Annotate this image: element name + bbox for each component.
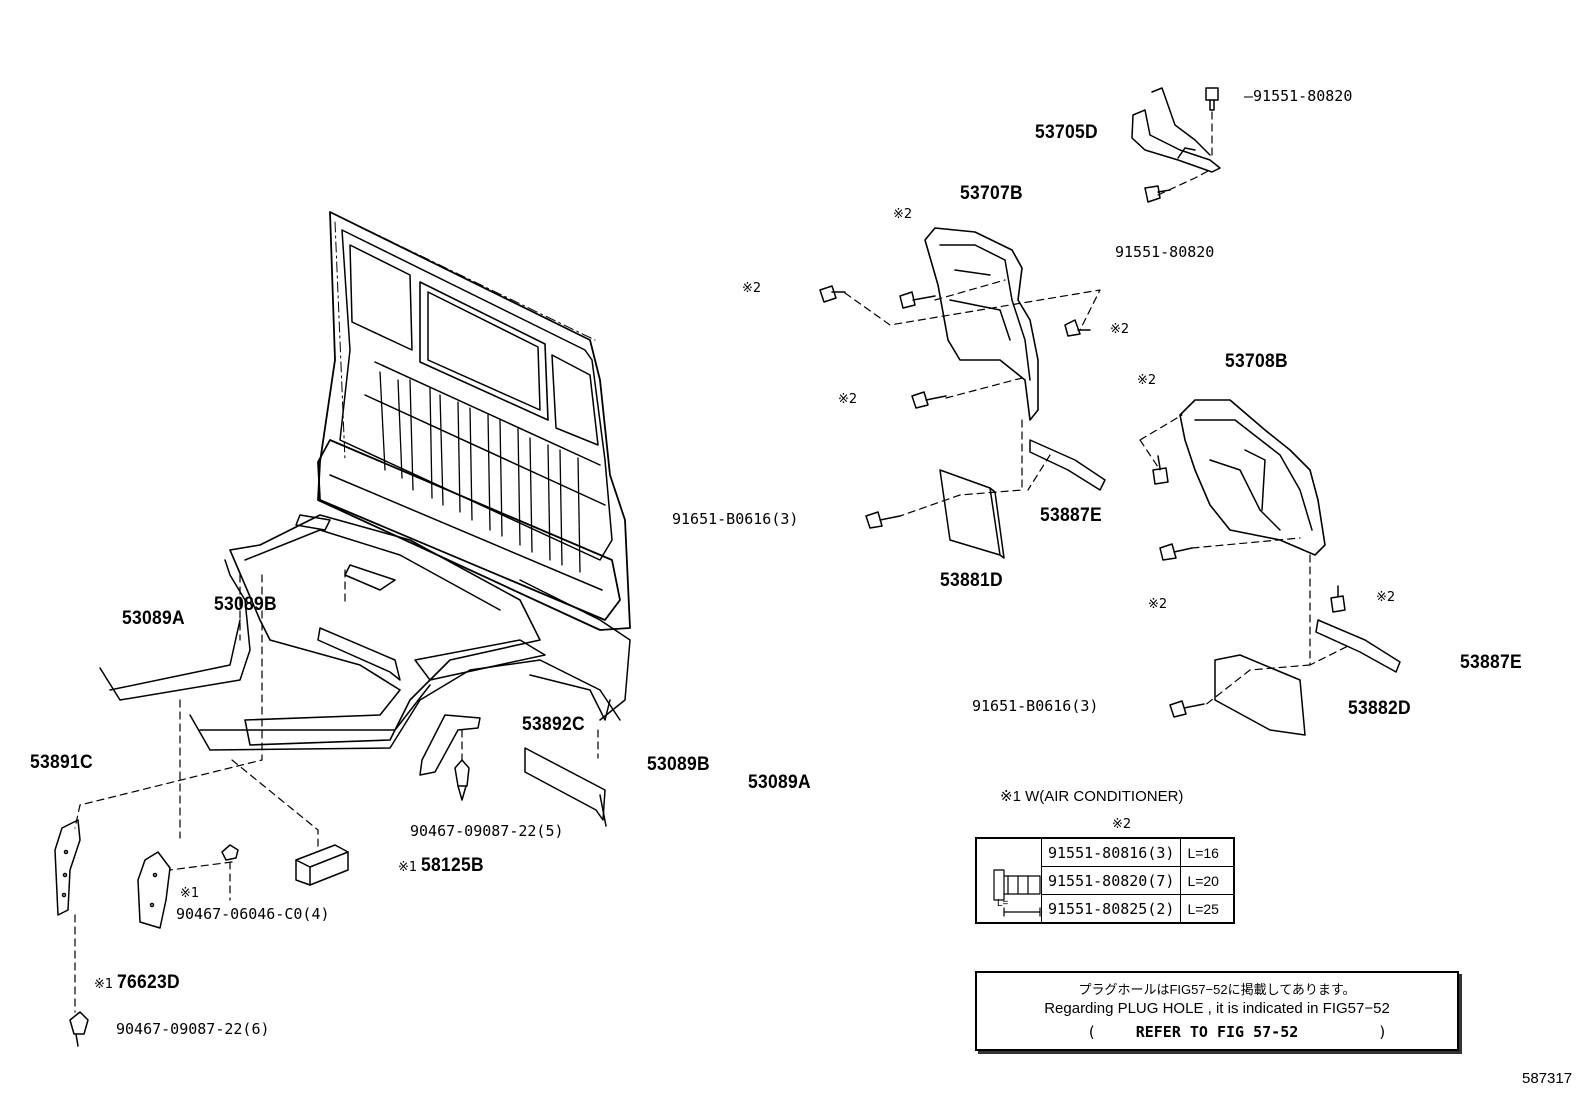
bolts-right: [819, 285, 1346, 718]
label-90467-09087-22-6: 90467-09087-22(6): [116, 1020, 270, 1038]
bracket-53892C: [419, 714, 481, 776]
strip-53887E-b: [1315, 619, 1401, 673]
bracket-53705D: [1131, 87, 1221, 173]
label-53881D: 53881D: [940, 570, 1003, 591]
label-53708B: 53708B: [1225, 351, 1288, 372]
legend-note1: ※1 W(AIR CONDITIONER): [1000, 788, 1184, 805]
paren-open: (: [1087, 1023, 1097, 1041]
mark-note2-g: ※2: [1376, 590, 1396, 605]
label-76623D-group: ※1 76623D: [94, 972, 186, 994]
reference-box: プラグホールはFIG57−52に掲載してあります。 Regarding PLUG…: [975, 971, 1459, 1051]
label-91551-80820-top-text: 91551-80820: [1253, 87, 1353, 105]
clip-90467-b: [69, 1011, 89, 1047]
reference-line-refer: ( REFER TO FIG 57-52 ): [977, 1023, 1457, 1042]
spec-part: 91551-80816(3): [1040, 837, 1182, 867]
label-53892C: 53892C: [522, 714, 585, 735]
clip-90467-06046: [221, 844, 239, 861]
leader-lines-left: [74, 569, 599, 1013]
paren-close: ): [1377, 1023, 1387, 1041]
label-53887E-a: 53887E: [1040, 505, 1102, 526]
label-53882D: 53882D: [1348, 698, 1411, 719]
shield-53707B: [924, 227, 1039, 421]
bolt-spec-table: L= 91551-80816(3) L=16 91551-80820(7) L=…: [975, 837, 1236, 924]
label-91651-b: 91651-B0616(3): [972, 697, 1099, 715]
label-58125B-group: ※1 58125B: [398, 855, 490, 877]
refer-text[interactable]: REFER TO FIG 57-52: [1135, 1023, 1299, 1041]
label-90467-09087-22-5: 90467-09087-22(5): [410, 822, 564, 840]
clip-90467-a: [454, 759, 470, 801]
mark-note2-c: ※2: [1110, 322, 1130, 337]
reference-line-jp: プラグホールはFIG57−52に掲載してあります。: [1078, 982, 1356, 997]
bolt-91551-top: [1205, 87, 1219, 111]
bracket-53891C: [54, 819, 81, 916]
legend-note2-header: ※2: [1112, 817, 1132, 832]
bolt-91551-mid: [1144, 185, 1171, 203]
mark-note2-e: ※2: [1137, 373, 1157, 388]
table-row: 91551-80825(2) L=25: [976, 894, 1235, 924]
reference-line-en: Regarding PLUG HOLE , it is indicated in…: [1044, 1000, 1390, 1017]
plate-53881D: [939, 469, 1005, 559]
label-53707B: 53707B: [960, 183, 1023, 204]
mark-note1-b: ※1: [398, 860, 418, 875]
label-91551-80820-mid: 91551-80820: [1115, 243, 1215, 261]
spec-part: 91551-80825(2): [1040, 894, 1182, 924]
label-53705D: 53705D: [1035, 122, 1098, 143]
strip-53887E-a: [1029, 439, 1106, 491]
spec-length: L=20: [1180, 866, 1235, 895]
dim-label: L=: [997, 897, 1009, 909]
mark-note2-f: ※2: [1148, 597, 1168, 612]
label-53089A-right: 53089A: [748, 772, 811, 793]
label-53891C: 53891C: [30, 752, 93, 773]
label-53887E-b: 53887E: [1460, 652, 1522, 673]
spec-bolt-cell: L=: [975, 837, 1042, 924]
label-53089B-right: 53089B: [647, 754, 710, 775]
mark-note2-d: ※2: [838, 392, 858, 407]
bracket-53089: [317, 627, 607, 827]
floor-rail-assembly: [99, 514, 631, 751]
label-53089B-left: 53089B: [214, 594, 277, 615]
label-76623D: 76623D: [117, 972, 181, 993]
mark-note1-a: ※1: [180, 886, 200, 901]
spec-length: L=16: [1180, 837, 1235, 867]
mark-note2-a: ※2: [893, 207, 913, 222]
leader-lines-right: [844, 111, 1351, 707]
label-90467-06046: 90467-06046-C0(4): [176, 905, 330, 923]
label-58125B: 58125B: [421, 855, 485, 876]
mark-note1-c: ※1: [94, 977, 114, 992]
bracket-76623D: [137, 851, 171, 929]
pad-58125B: [295, 844, 349, 886]
spec-length: L=25: [1180, 894, 1235, 924]
table-row: L= 91551-80816(3) L=16: [975, 837, 1235, 924]
mark-note2-b: ※2: [742, 281, 762, 296]
figure-id: 587317: [1522, 1070, 1573, 1087]
plate-53882D: [1214, 654, 1306, 736]
shield-53708B: [1179, 399, 1326, 556]
rear-panel-assembly: [317, 211, 631, 631]
label-91551-80820-top: —91551-80820: [1244, 87, 1353, 105]
label-53089A-left: 53089A: [122, 608, 185, 629]
label-91651-a: 91651-B0616(3): [672, 510, 799, 528]
table-row: 91551-80820(7) L=20: [976, 866, 1235, 895]
spec-part: 91551-80820(7): [1040, 866, 1182, 895]
